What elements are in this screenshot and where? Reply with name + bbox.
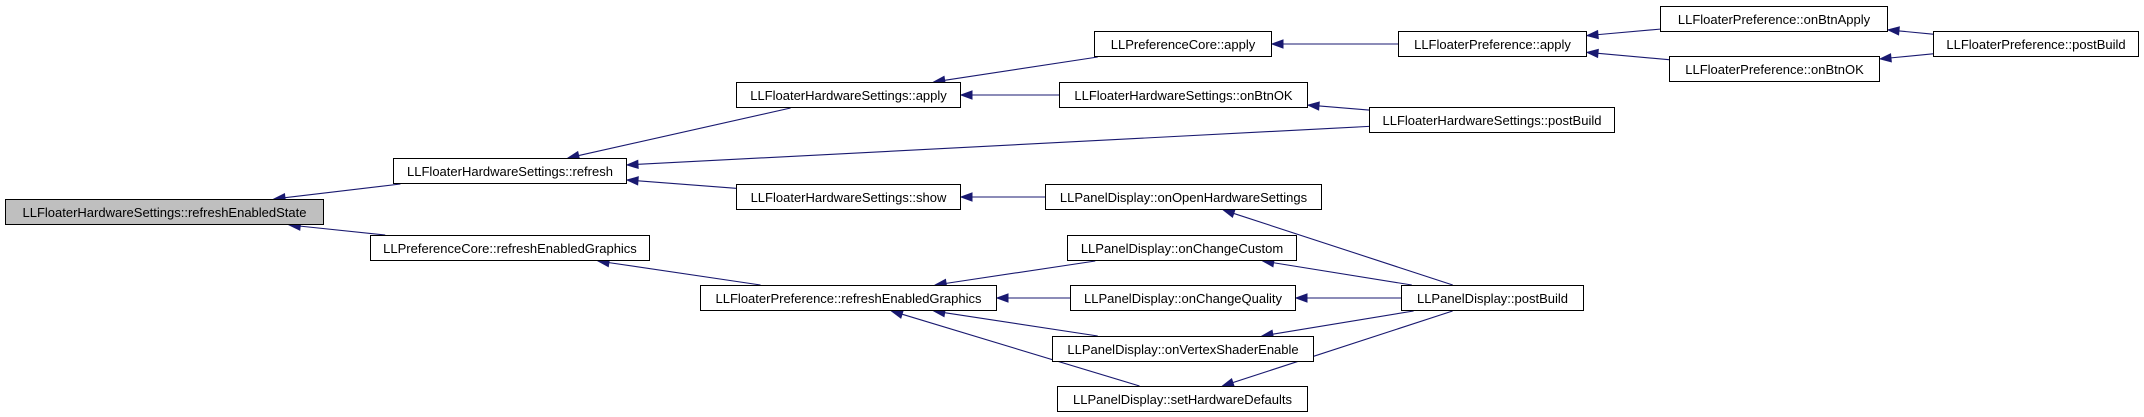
node-refreshEnabledState: LLFloaterHardwareSettings::refreshEnable… xyxy=(5,199,324,225)
node-floaterPrefOnBtnOK[interactable]: LLFloaterPreference::onBtnOK xyxy=(1669,56,1880,82)
edge-floaterPrefRefreshEnabledGraphics-to-prefCoreRefreshEnabledGraphics xyxy=(608,262,761,286)
arrowhead-floaterPrefRefreshEnabledGraphics xyxy=(890,309,904,319)
edge-hwPostBuild-to-refresh xyxy=(637,125,1370,165)
node-floaterPrefApply[interactable]: LLFloaterPreference::apply xyxy=(1398,31,1587,57)
arrowhead-refresh xyxy=(625,159,639,170)
edge-floaterPrefOnBtnApply-to-floaterPrefApply xyxy=(1597,28,1661,36)
node-onVertexShaderEnable[interactable]: LLPanelDisplay::onVertexShaderEnable xyxy=(1052,336,1314,362)
node-panelDisplayPostBuild[interactable]: LLPanelDisplay::postBuild xyxy=(1401,285,1584,311)
node-hwApply[interactable]: LLFloaterHardwareSettings::apply xyxy=(736,82,961,108)
edge-hwShow-to-refresh xyxy=(637,180,737,189)
node-setHardwareDefaults[interactable]: LLPanelDisplay::setHardwareDefaults xyxy=(1057,386,1308,412)
edge-panelDisplayPostBuild-to-onVertexShaderEnable xyxy=(1272,310,1414,335)
edge-floaterPrefOnBtnOK-to-floaterPrefApply xyxy=(1597,52,1670,61)
arrowhead-hwShow xyxy=(959,192,973,202)
edge-floaterPrefPostBuild-to-floaterPrefOnBtnOK xyxy=(1890,53,1934,59)
edge-hwApply-to-refresh xyxy=(578,107,791,157)
arrowhead-onChangeQuality xyxy=(1294,293,1308,303)
edge-panelDisplayPostBuild-to-setHardwareDefaults xyxy=(1232,310,1453,384)
edge-refresh-to-refreshEnabledState xyxy=(284,183,401,199)
node-hwPostBuild[interactable]: LLFloaterHardwareSettings::postBuild xyxy=(1369,107,1615,133)
edge-prefCoreApply-to-hwApply xyxy=(944,56,1098,81)
arrowhead-hwApply xyxy=(959,90,973,100)
node-prefCoreRefreshEnabledGraphics[interactable]: LLPreferenceCore::refreshEnabledGraphics xyxy=(370,235,650,261)
node-hwShow[interactable]: LLFloaterHardwareSettings::show xyxy=(736,184,961,210)
arrowhead-floaterPrefApply xyxy=(1585,29,1599,40)
edge-panelDisplayPostBuild-to-onOpenHardwareSettings xyxy=(1233,212,1453,286)
edge-prefCoreRefreshEnabledGraphics-to-refreshEnabledState xyxy=(300,225,386,236)
node-prefCoreApply[interactable]: LLPreferenceCore::apply xyxy=(1094,31,1272,57)
node-onChangeCustom[interactable]: LLPanelDisplay::onChangeCustom xyxy=(1067,235,1297,261)
node-floaterPrefOnBtnApply[interactable]: LLFloaterPreference::onBtnApply xyxy=(1660,6,1888,32)
edge-floaterPrefPostBuild-to-floaterPrefOnBtnApply xyxy=(1898,30,1934,35)
node-floaterPrefPostBuild[interactable]: LLFloaterPreference::postBuild xyxy=(1933,31,2139,57)
arrowhead-floaterPrefOnBtnOK xyxy=(1878,53,1892,63)
edge-onChangeCustom-to-floaterPrefRefreshEnabledGraphics xyxy=(946,260,1096,284)
arrowhead-hwOnBtnOK xyxy=(1306,101,1320,111)
node-refresh[interactable]: LLFloaterHardwareSettings::refresh xyxy=(393,158,627,184)
arrowhead-floaterPrefApply xyxy=(1585,48,1599,59)
arrowhead-onOpenHardwareSettings xyxy=(1221,209,1236,219)
edge-hwPostBuild-to-hwOnBtnOK xyxy=(1318,105,1370,111)
node-floaterPrefRefreshEnabledGraphics[interactable]: LLFloaterPreference::refreshEnabledGraph… xyxy=(700,285,997,311)
edge-onVertexShaderEnable-to-floaterPrefRefreshEnabledGraphics xyxy=(944,312,1098,337)
node-hwOnBtnOK[interactable]: LLFloaterHardwareSettings::onBtnOK xyxy=(1059,82,1308,108)
arrowhead-prefCoreApply xyxy=(1270,39,1284,49)
edge-setHardwareDefaults-to-floaterPrefRefreshEnabledGraphics xyxy=(901,313,1140,387)
node-onChangeQuality[interactable]: LLPanelDisplay::onChangeQuality xyxy=(1070,285,1296,311)
edge-panelDisplayPostBuild-to-onChangeCustom xyxy=(1273,262,1412,286)
arrowhead-floaterPrefOnBtnApply xyxy=(1886,26,1900,36)
arrowhead-refresh xyxy=(625,176,639,186)
arrowhead-floaterPrefRefreshEnabledGraphics xyxy=(995,293,1009,303)
node-onOpenHardwareSettings[interactable]: LLPanelDisplay::onOpenHardwareSettings xyxy=(1045,184,1322,210)
